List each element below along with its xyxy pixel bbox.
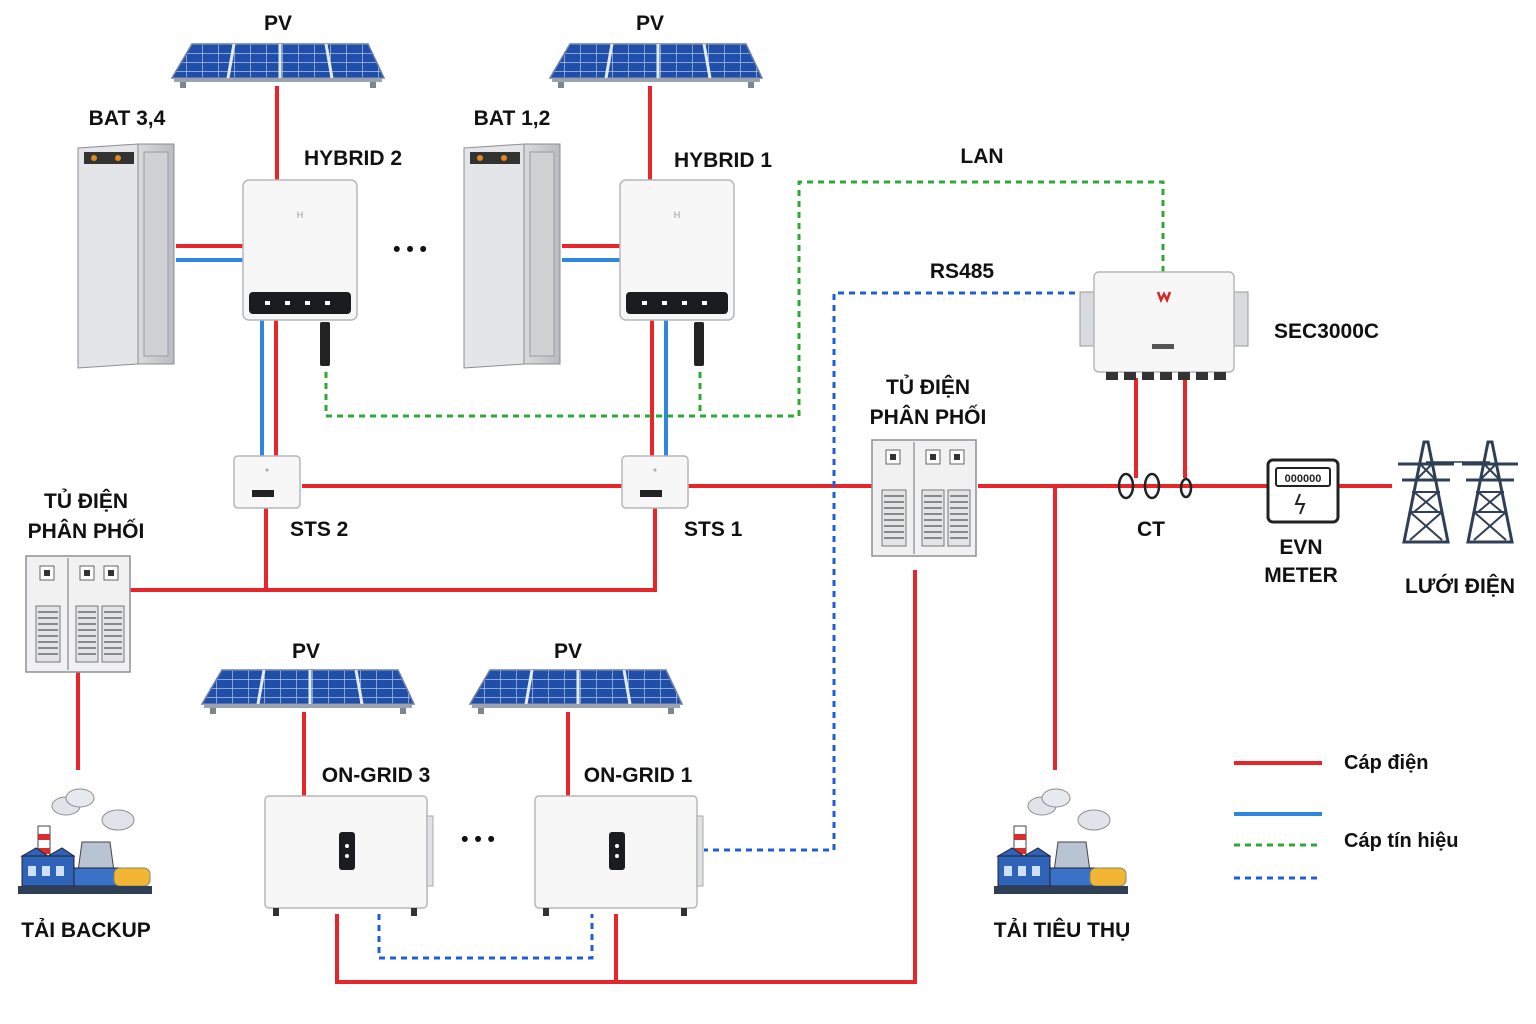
rs485-label: RS485 bbox=[929, 260, 995, 283]
wires-layer bbox=[76, 86, 1392, 984]
lan-label: LAN bbox=[960, 145, 1004, 168]
distribution-cabinet-icon bbox=[871, 439, 977, 557]
sts-box-icon bbox=[233, 455, 301, 509]
hybrid-inverter-label: HYBRID 2 bbox=[304, 147, 403, 170]
rs485-cable bbox=[704, 291, 1086, 852]
solar-panel-icon bbox=[200, 668, 416, 716]
pv-label: PV bbox=[635, 12, 665, 35]
lan-plug-icon bbox=[320, 322, 330, 366]
sts-box-icon bbox=[621, 455, 689, 509]
evn-meter-label-line2: METER bbox=[1264, 564, 1338, 587]
consumer-load-label: TẢI TIÊU THỤ bbox=[993, 919, 1131, 942]
cabinet-label-line2: PHÂN PHỐI bbox=[869, 406, 987, 429]
battery-label: BAT 3,4 bbox=[88, 107, 166, 130]
sec3000c-label: SEC3000C bbox=[1274, 320, 1380, 343]
sts-label: STS 2 bbox=[290, 518, 349, 541]
battery-rack-icon bbox=[77, 143, 175, 369]
factory-icon bbox=[993, 788, 1129, 895]
distribution-cabinet-icon bbox=[25, 555, 131, 673]
battery-label: BAT 1,2 bbox=[473, 107, 551, 130]
ct-clamp-icon bbox=[1117, 472, 1193, 500]
lan-plug-icon bbox=[694, 322, 704, 366]
power-cable bbox=[335, 570, 917, 984]
cabinet-label-line1: TỦ ĐIỆN bbox=[44, 490, 128, 513]
solar-panel-icon bbox=[548, 42, 764, 90]
solar-panel-icon bbox=[170, 42, 386, 90]
pv-label: PV bbox=[291, 640, 321, 663]
hybrid-inverter-label: HYBRID 1 bbox=[674, 149, 773, 172]
sts-label: STS 1 bbox=[684, 518, 743, 541]
hybrid-inverter-icon bbox=[242, 179, 358, 321]
factory-icon bbox=[17, 788, 153, 895]
solar-panel-icon bbox=[468, 668, 684, 716]
evn-meter-icon bbox=[1266, 458, 1340, 524]
grid-tower-icon bbox=[1460, 440, 1520, 544]
rs485-cable bbox=[377, 914, 594, 960]
ongrid-inverter-label: ON-GRID 1 bbox=[583, 764, 693, 787]
meter-digits: 000000 bbox=[1285, 473, 1322, 485]
legend-signal-label: Cáp tín hiệu bbox=[1344, 830, 1459, 852]
power-cable bbox=[130, 508, 657, 592]
ellipsis-label: • • • bbox=[461, 828, 495, 851]
ongrid-inverter-icon bbox=[264, 795, 434, 917]
pv-label: PV bbox=[263, 12, 293, 35]
cabinet-label-line1: TỦ ĐIỆN bbox=[886, 376, 970, 399]
ct-label: CT bbox=[1137, 518, 1165, 541]
evn-meter-label-line1: EVN bbox=[1279, 536, 1323, 559]
legend-power-label: Cáp điện bbox=[1344, 752, 1429, 774]
ellipsis-label: • • • bbox=[393, 238, 427, 261]
backup-load-label: TẢI BACKUP bbox=[21, 919, 151, 942]
ongrid-inverter-label: ON-GRID 3 bbox=[321, 764, 431, 787]
hybrid-inverter-icon bbox=[619, 179, 735, 321]
ongrid-inverter-icon bbox=[534, 795, 704, 917]
grid-label: LƯỚI ĐIỆN bbox=[1404, 575, 1516, 598]
lan-cable bbox=[324, 180, 1165, 418]
pv-label: PV bbox=[553, 640, 583, 663]
cabinet-label-line2: PHÂN PHỐI bbox=[27, 520, 145, 543]
sec3000c-controller-icon bbox=[1079, 271, 1249, 380]
grid-tower-icon bbox=[1396, 440, 1456, 544]
battery-rack-icon bbox=[463, 143, 561, 369]
